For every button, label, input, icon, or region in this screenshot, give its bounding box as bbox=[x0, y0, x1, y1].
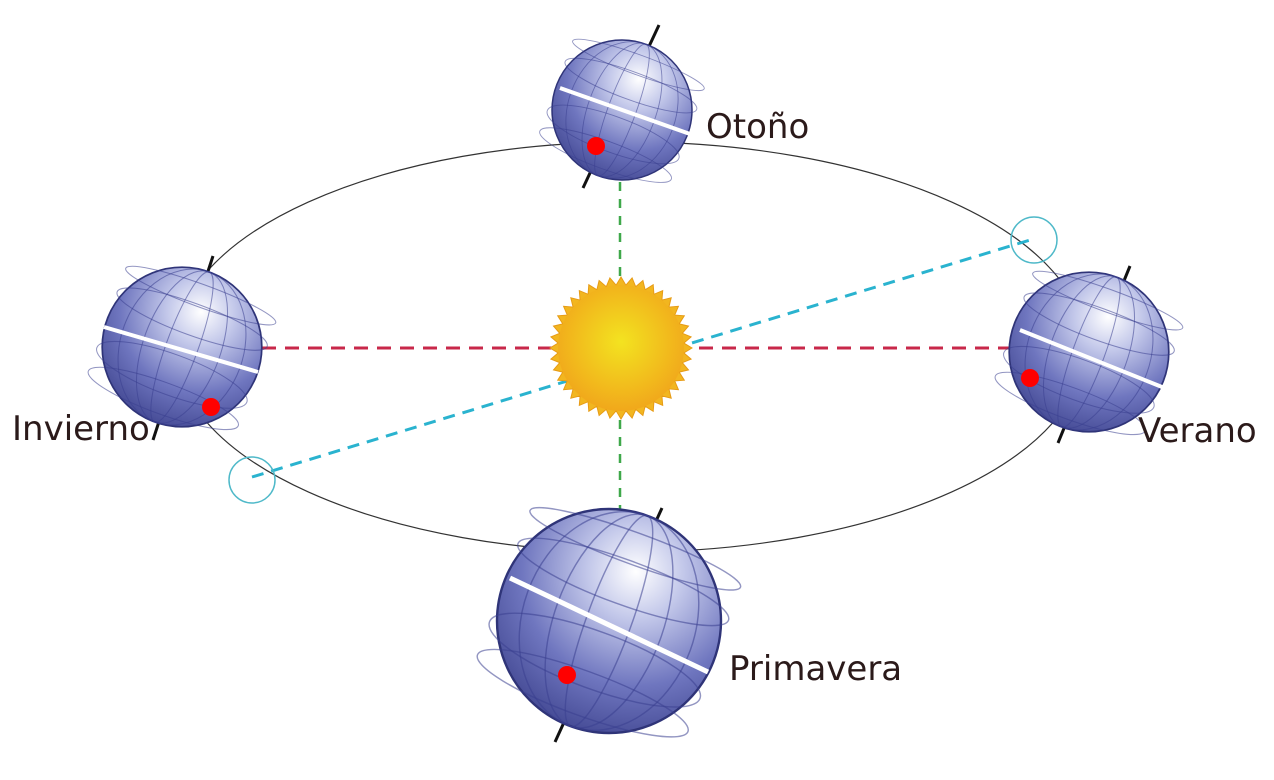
sun-icon bbox=[549, 276, 693, 420]
observer-dot-icon bbox=[1021, 369, 1039, 387]
earth-globe-icon bbox=[468, 485, 748, 757]
label-spring: Primavera bbox=[729, 649, 902, 689]
earth-globe-icon bbox=[534, 24, 709, 195]
observer-dot-icon bbox=[558, 666, 576, 684]
label-summer: Verano bbox=[1138, 411, 1257, 451]
label-winter: Invierno bbox=[12, 409, 150, 449]
earth-globe-icon bbox=[988, 255, 1188, 449]
perihelion-marker bbox=[228, 456, 276, 504]
observer-dot-icon bbox=[202, 398, 220, 416]
observer-dot-icon bbox=[587, 137, 605, 155]
earth-globe-icon bbox=[81, 250, 281, 444]
aphelion-marker bbox=[1010, 216, 1058, 264]
label-autumn: Otoño bbox=[706, 107, 809, 147]
